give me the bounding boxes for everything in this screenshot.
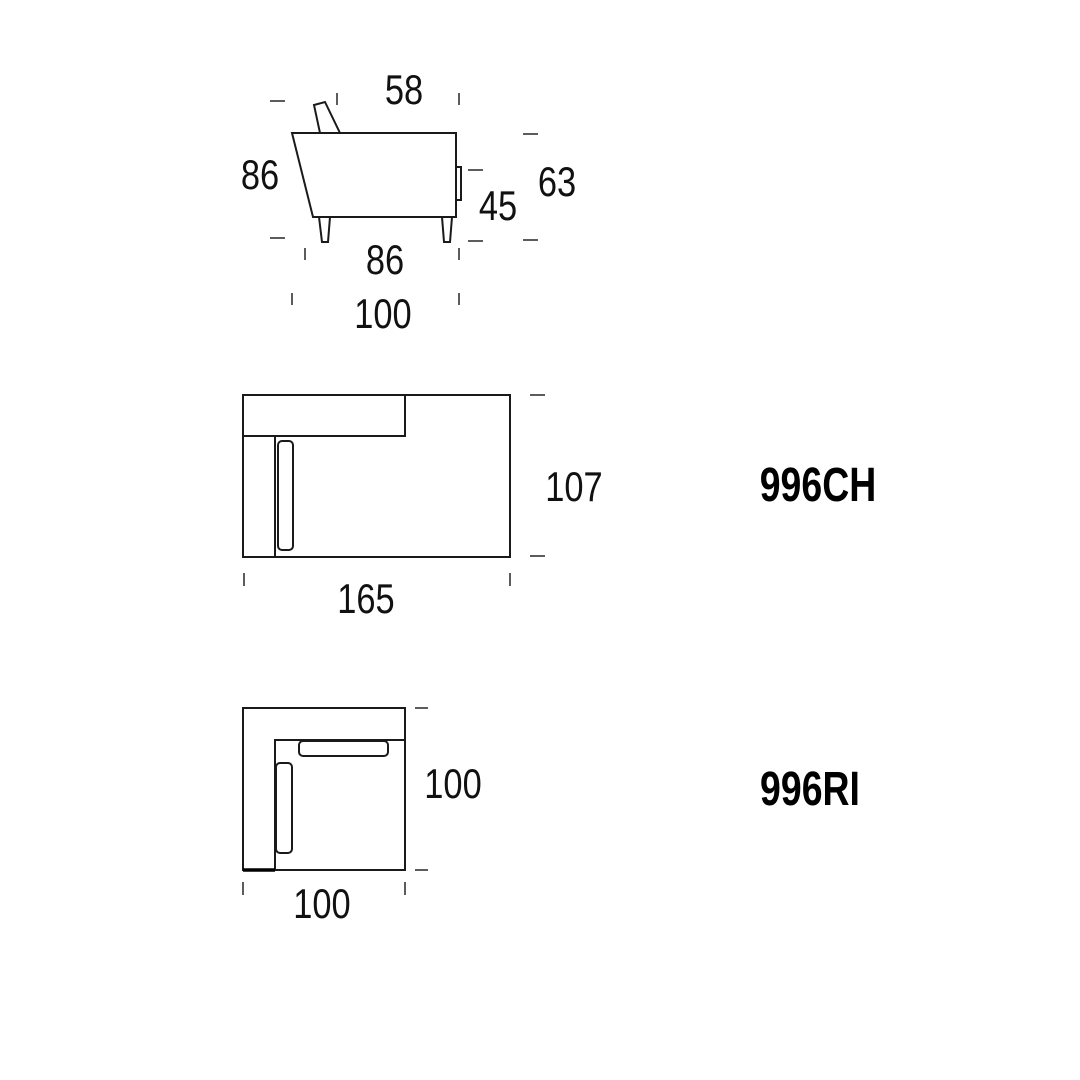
arm-height-label: 63 [538, 159, 576, 206]
ri-backrest [274, 739, 405, 870]
sofa-body-outline [290, 132, 457, 218]
module-ri-plan: 100 100 996RI [242, 707, 860, 928]
front-leg [318, 216, 331, 243]
side-view: 58 86 45 63 86 100 [241, 67, 576, 338]
ch-width-label: 165 [337, 576, 394, 623]
ch-outline [242, 394, 511, 558]
module-ch-plan: 107 165 996CH [242, 394, 877, 623]
dimension-ticks [270, 93, 538, 305]
ri-width-label: 100 [293, 881, 350, 928]
ch-depth-label: 107 [545, 464, 602, 511]
rear-leg [441, 216, 453, 243]
ri-outline [242, 707, 406, 871]
ri-model-code: 996RI [760, 763, 860, 817]
ri-side-cushion [275, 762, 293, 854]
total-height-label: 86 [241, 152, 279, 199]
ri-depth-label: 100 [424, 761, 481, 808]
ch-backrest [243, 395, 406, 437]
ch-model-code: 996CH [760, 459, 877, 513]
base-depth-label: 86 [366, 237, 404, 284]
seat-depth-label: 58 [385, 67, 423, 114]
ri-back-cushion [298, 740, 389, 757]
ch-cushion [277, 440, 294, 551]
arm-detail [455, 166, 462, 201]
seat-height-label: 45 [479, 183, 517, 230]
total-depth-label: 100 [354, 291, 411, 338]
backrest-outline [312, 100, 341, 134]
